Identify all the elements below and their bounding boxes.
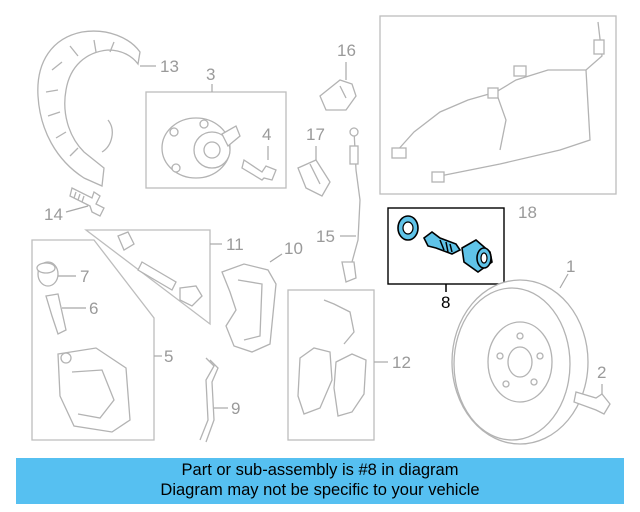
label-1: 1	[566, 257, 575, 276]
dust-shield-part	[37, 30, 141, 187]
label-9: 9	[231, 399, 240, 418]
bolt-4-part	[241, 158, 277, 181]
caliper-box	[31, 239, 155, 441]
label-3: 3	[206, 65, 215, 84]
banner-line-1: Part or sub-assembly is #8 in diagram	[181, 461, 459, 479]
brake-pads-box	[287, 289, 375, 441]
label-12: 12	[392, 353, 411, 372]
brake-hose-15-part	[341, 127, 361, 283]
info-banner: Part or sub-assembly is #8 in diagram Di…	[16, 458, 624, 504]
hub-assembly-box	[145, 91, 287, 189]
bracket-16-part	[319, 79, 357, 111]
banner-line-2: Diagram may not be specific to your vehi…	[160, 481, 480, 499]
label-8: 8	[441, 293, 450, 312]
label-15: 15	[316, 227, 335, 246]
label-4: 4	[262, 125, 271, 144]
label-7: 7	[80, 267, 89, 286]
caliper-5-part	[57, 347, 131, 433]
guide-pin-box	[84, 229, 211, 326]
brake-rotor-1-part	[451, 279, 589, 445]
guide-pin-bushing-kit-part[interactable]	[397, 215, 493, 273]
bleeder-6-part	[45, 293, 67, 335]
sensor-17-part	[297, 159, 331, 197]
label-6: 6	[89, 299, 98, 318]
label-13: 13	[160, 57, 179, 76]
bushing-7-part	[36, 261, 59, 287]
label-14: 14	[44, 205, 63, 224]
label-5: 5	[164, 347, 173, 366]
wiring-harness-box	[379, 15, 617, 195]
label-18: 18	[518, 203, 537, 222]
label-10: 10	[284, 239, 303, 258]
brake-pads-part	[297, 299, 367, 417]
wiring-harness-part	[391, 21, 605, 183]
guide-pin-part	[117, 231, 203, 307]
label-16: 16	[337, 41, 356, 60]
label-11: 11	[226, 235, 244, 254]
rotor-screw-2-part	[573, 391, 611, 415]
label-17: 17	[306, 125, 325, 144]
spring-clip-9-part	[199, 357, 219, 443]
wheel-hub-part	[161, 117, 241, 179]
label-2: 2	[597, 363, 606, 382]
caliper-bracket-10-part	[221, 263, 277, 353]
bolt-14-part	[69, 187, 105, 217]
